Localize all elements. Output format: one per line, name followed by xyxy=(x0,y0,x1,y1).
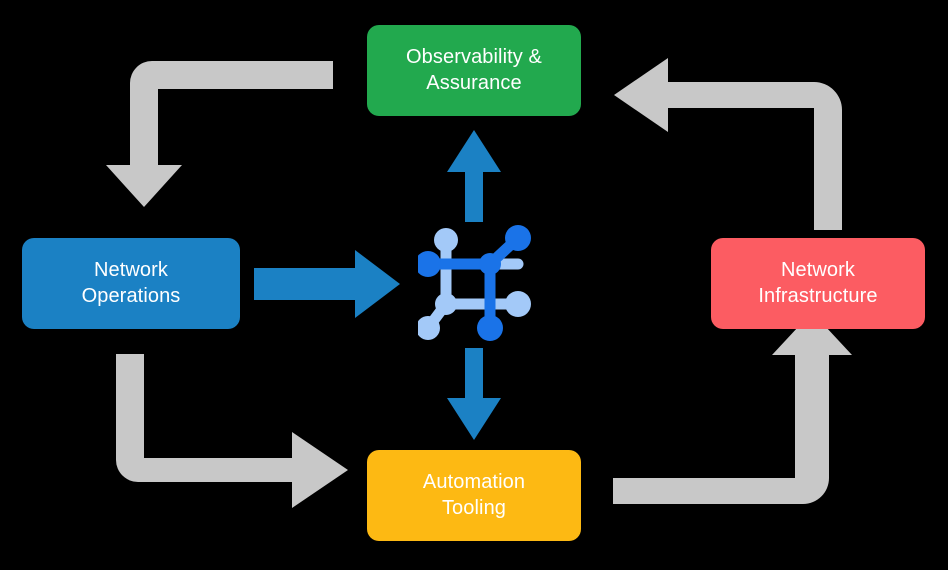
flow-arrow-automation-to-infrastructure xyxy=(613,312,852,504)
node-observability-assurance[interactable]: Observability & Assurance xyxy=(367,25,581,116)
node-network-infrastructure[interactable]: Network Infrastructure xyxy=(711,238,925,329)
flow-arrow-observability-to-operations xyxy=(106,61,333,207)
network-topology-icon xyxy=(418,225,531,341)
node-automation-tooling[interactable]: Automation Tooling xyxy=(367,450,581,541)
node-network-operations[interactable]: Network Operations xyxy=(22,238,240,329)
node-observability-assurance-label: Observability & Assurance xyxy=(406,45,542,94)
node-network-infrastructure-label: Network Infrastructure xyxy=(758,258,878,307)
topology-nodes-primary xyxy=(418,225,531,341)
flow-arrow-infrastructure-to-observability xyxy=(614,58,842,230)
topology-nodes-secondary xyxy=(418,228,531,340)
flow-arrow-operations-to-automation xyxy=(116,354,348,508)
node-network-operations-label: Network Operations xyxy=(81,258,181,307)
node-automation-tooling-label: Automation Tooling xyxy=(422,470,526,519)
accent-arrow-operations-to-center xyxy=(254,250,400,318)
accent-arrow-center-to-observability xyxy=(447,130,501,222)
accent-arrow-center-to-automation xyxy=(447,348,501,440)
